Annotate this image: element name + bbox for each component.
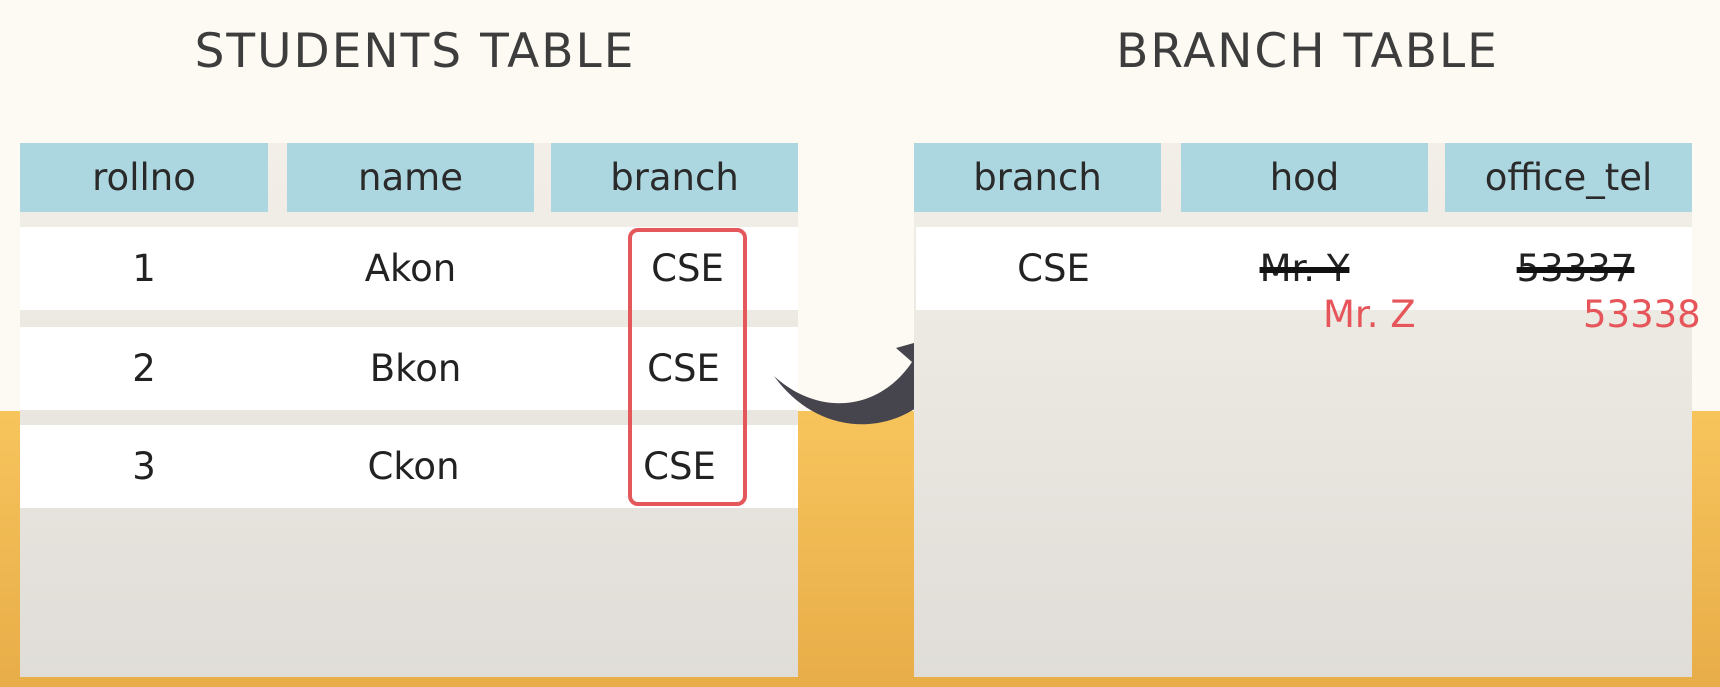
students-cell-rollno: 1 [132, 247, 156, 290]
table-row [20, 227, 798, 310]
branch-cell-branch: CSE [1017, 247, 1090, 290]
students-cell-branch: CSE [651, 247, 724, 290]
students-cell-rollno: 2 [132, 347, 156, 390]
students-cell-name: Bkon [369, 347, 462, 390]
branch-header-hod: hod [1181, 143, 1428, 212]
hod-new-value: Mr. Z [1323, 293, 1416, 336]
students-cell-branch: CSE [647, 347, 720, 390]
students-cell-rollno: 3 [132, 445, 156, 488]
students-header-branch: branch [551, 143, 798, 212]
students-cell-branch: CSE [643, 445, 716, 488]
table-row [20, 327, 798, 410]
branch-header-office-tel: office_tel [1445, 143, 1692, 212]
branch-table-title: BRANCH TABLE [1116, 24, 1499, 79]
branch-header-branch: branch [914, 143, 1161, 212]
students-header-rollno: rollno [20, 143, 268, 212]
table-row [916, 227, 1692, 310]
hod-old-value: Mr. Y [1259, 247, 1350, 290]
branch-cell-tel-old: 53337 [1452, 227, 1699, 310]
students-header-name: name [287, 143, 534, 212]
tel-new-value: 53338 [1583, 293, 1701, 336]
students-table-title: STUDENTS TABLE [194, 24, 636, 79]
table-row [20, 425, 798, 508]
tel-old-value: 53337 [1516, 247, 1635, 290]
students-cell-name: Akon [364, 247, 457, 290]
branch-table-panel [914, 143, 1692, 677]
students-cell-name: Ckon [367, 445, 460, 488]
branch-cell-hod-old: Mr. Y [1181, 227, 1428, 310]
branch-column-highlight [628, 228, 747, 506]
